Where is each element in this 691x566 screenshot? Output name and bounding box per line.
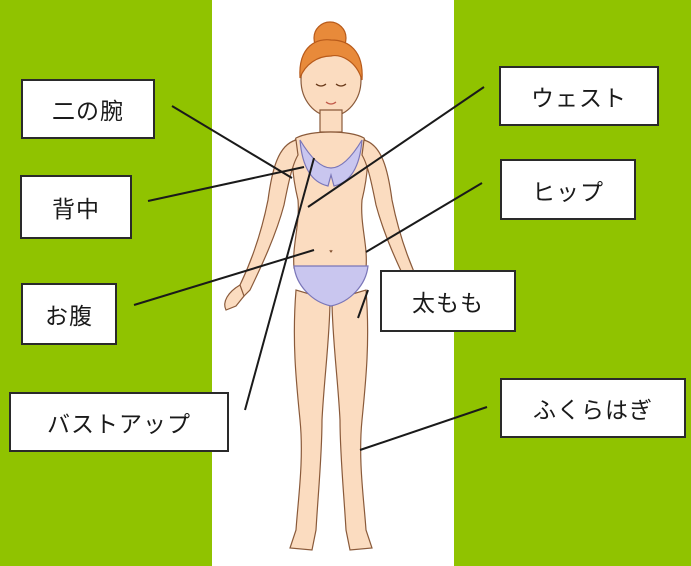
left-leg: [290, 290, 330, 550]
label-thigh-text: 太もも: [412, 284, 484, 318]
label-calf: ふくらはぎ: [500, 378, 686, 438]
left-hand: [225, 285, 244, 310]
label-belly-text: お腹: [45, 297, 93, 331]
line-upper-arm: [172, 106, 292, 178]
label-waist-text: ウェスト: [531, 79, 627, 113]
label-hip-text: ヒップ: [532, 173, 604, 207]
label-belly: お腹: [21, 283, 117, 345]
label-back: 背中: [20, 175, 132, 239]
left-arm: [232, 140, 298, 300]
label-thigh: 太もも: [380, 270, 516, 332]
label-upper-arm: 二の腕: [21, 79, 155, 139]
line-calf: [360, 407, 487, 450]
label-bust-up-text: バストアップ: [47, 405, 191, 439]
right-leg: [332, 290, 372, 550]
label-waist: ウェスト: [499, 66, 659, 126]
label-bust-up: バストアップ: [9, 392, 229, 452]
label-back-text: 背中: [52, 190, 100, 224]
label-upper-arm-text: 二の腕: [52, 92, 124, 126]
label-calf-text: ふくらはぎ: [533, 391, 653, 425]
neck: [320, 110, 342, 132]
label-hip: ヒップ: [500, 159, 636, 220]
